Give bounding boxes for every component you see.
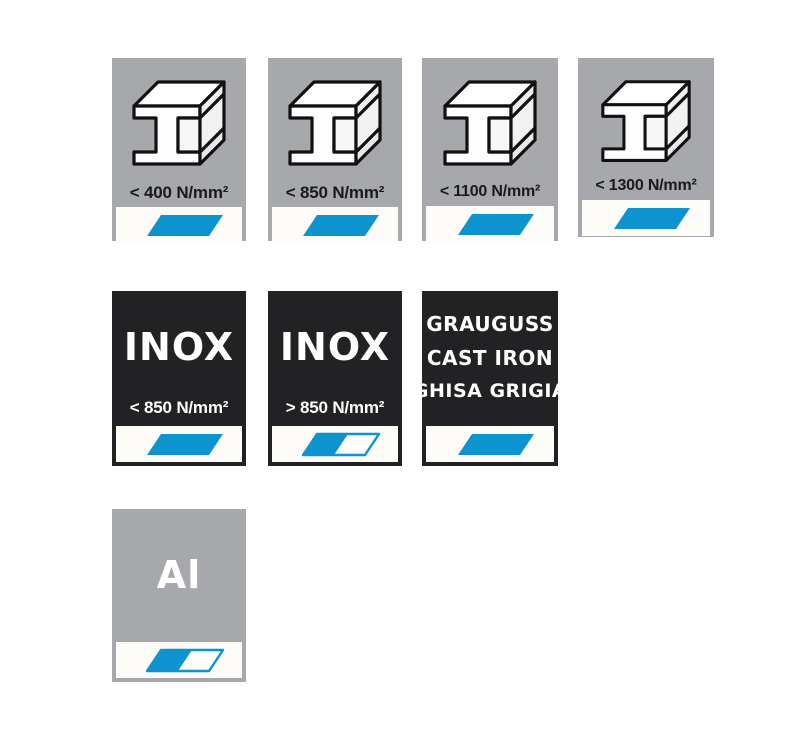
strength-label: < 1300 N/mm² [595,177,697,194]
inox-wordmark: INOX [123,325,235,369]
i-beam-icon-wrap [116,76,242,174]
card-body: INOX < 850 N/mm² [116,295,242,420]
card-cast-iron[interactable]: GRAUGUSS CAST IRON GHISA GRIGIA [413,291,567,466]
strength-label: < 400 N/mm² [129,183,229,202]
cast-iron-line-it: GHISA GRIGIA [412,380,568,402]
chip-half-icon [301,432,381,457]
aluminium-wordmark: Al [156,552,202,597]
card-steel-lt-1100[interactable]: < 1100 N/mm² [422,58,558,242]
wordmark-wrap: INOX [116,295,242,399]
card-steel-lt-400[interactable]: < 400 N/mm² [112,58,246,243]
card-steel-lt-850[interactable]: < 850 N/mm² [268,58,402,243]
card-body: < 400 N/mm² [116,62,242,201]
chip-strip [426,206,554,242]
i-beam-icon-wrap [426,76,554,174]
i-beam-icon-wrap [582,76,710,170]
chip-strip [426,426,554,462]
i-beam-icon [132,80,226,166]
strength-label: > 850 N/mm² [285,398,385,417]
card-body: GRAUGUSS CAST IRON GHISA GRIGIA [413,295,567,420]
chip-full-icon [147,434,223,455]
i-beam-icon [288,80,382,166]
card-body: < 1300 N/mm² [582,62,710,194]
card-body: INOX > 850 N/mm² [272,295,398,420]
chip-full-icon [458,214,534,235]
card-steel-lt-1300[interactable]: < 1300 N/mm² [578,58,714,237]
card-body: < 1100 N/mm² [426,62,554,200]
chip-full-icon [147,215,223,236]
card-inox-lt-850[interactable]: INOX < 850 N/mm² [112,291,246,466]
cast-iron-line-en: CAST IRON [426,346,554,370]
chip-full-icon [614,208,690,229]
cast-iron-wordmarks: GRAUGUSS CAST IRON GHISA GRIGIA [413,312,567,401]
card-body: < 850 N/mm² [272,62,398,201]
wordmark-wrap: INOX [272,295,398,399]
strength-label: < 850 N/mm² [285,183,385,202]
wordmark-wrap: Al [116,513,242,636]
chip-strip [272,426,398,462]
chip-strip [272,207,398,243]
chip-strip [582,200,710,236]
chip-full-icon [303,215,379,236]
i-beam-icon [443,80,537,166]
chip-strip [116,426,242,462]
cast-iron-line-de: GRAUGUSS [426,312,554,336]
chip-half-icon [145,648,225,673]
card-aluminium[interactable]: Al [112,509,246,682]
card-body: Al [116,513,242,636]
chip-strip [116,642,242,678]
i-beam-icon [601,80,691,162]
inox-wordmark: INOX [279,325,391,369]
strength-label: < 850 N/mm² [129,398,229,417]
chip-full-icon [458,434,534,455]
card-inox-gt-850[interactable]: INOX > 850 N/mm² [268,291,402,466]
strength-label: < 1100 N/mm² [439,183,541,200]
i-beam-icon-wrap [272,76,398,174]
chip-strip [116,207,242,243]
